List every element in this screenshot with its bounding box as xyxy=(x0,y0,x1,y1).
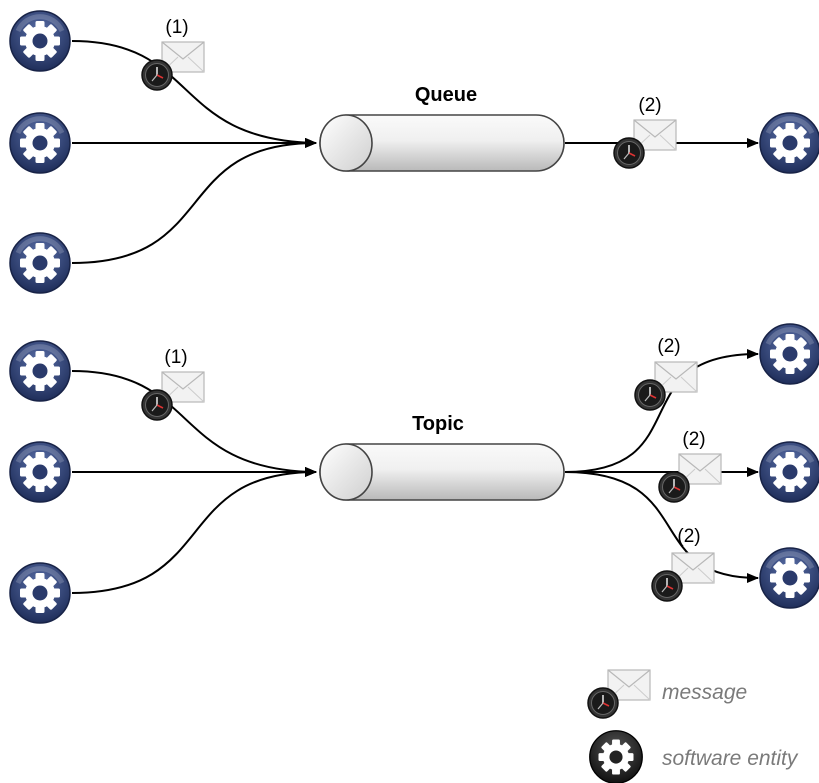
topic-outgoing-flow-3 xyxy=(564,471,759,583)
topic-section: Topic (1) (2) (2) (2) xyxy=(10,324,819,623)
envelope-clock-icon xyxy=(587,669,651,719)
topic-title: Topic xyxy=(412,413,464,435)
topic-outgoing-label-1: (2) xyxy=(657,336,680,357)
topic-incoming-flow-1 xyxy=(71,370,317,477)
legend-message-label: message xyxy=(662,681,747,704)
topic-outgoing-label-2: (2) xyxy=(682,429,705,450)
gear-icon xyxy=(760,548,819,608)
queue-pipe xyxy=(319,114,565,172)
topic-incoming-flow-3 xyxy=(71,467,317,594)
topic-pipe xyxy=(319,443,565,501)
gear-icon xyxy=(589,730,643,783)
gear-icon xyxy=(10,442,70,502)
gear-icon xyxy=(10,113,70,173)
gear-icon xyxy=(10,11,70,71)
topic-incoming-label: (1) xyxy=(164,347,187,368)
queue-incoming-label: (1) xyxy=(165,17,188,38)
legend: message software entity xyxy=(587,669,799,783)
envelope-clock-icon xyxy=(141,371,205,421)
gear-icon xyxy=(10,233,70,293)
queue-outgoing-label: (2) xyxy=(638,95,661,116)
envelope-clock-icon xyxy=(613,119,677,169)
queue-title: Queue xyxy=(415,84,477,106)
topic-outgoing-flow-1 xyxy=(564,349,759,473)
gear-icon xyxy=(760,442,819,502)
gear-icon xyxy=(760,324,819,384)
queue-section: Queue (1) (2) xyxy=(10,11,819,293)
topic-outgoing-label-3: (2) xyxy=(677,526,700,547)
gear-icon xyxy=(10,341,70,401)
gear-icon xyxy=(760,113,819,173)
legend-entity-label: software entity xyxy=(662,747,799,770)
queue-incoming-flow-1 xyxy=(71,40,317,148)
queue-incoming-flow-3 xyxy=(71,138,317,264)
gear-icon xyxy=(10,563,70,623)
envelope-clock-icon xyxy=(141,41,205,91)
envelope-clock-icon xyxy=(658,453,722,503)
envelope-clock-icon xyxy=(651,552,715,602)
